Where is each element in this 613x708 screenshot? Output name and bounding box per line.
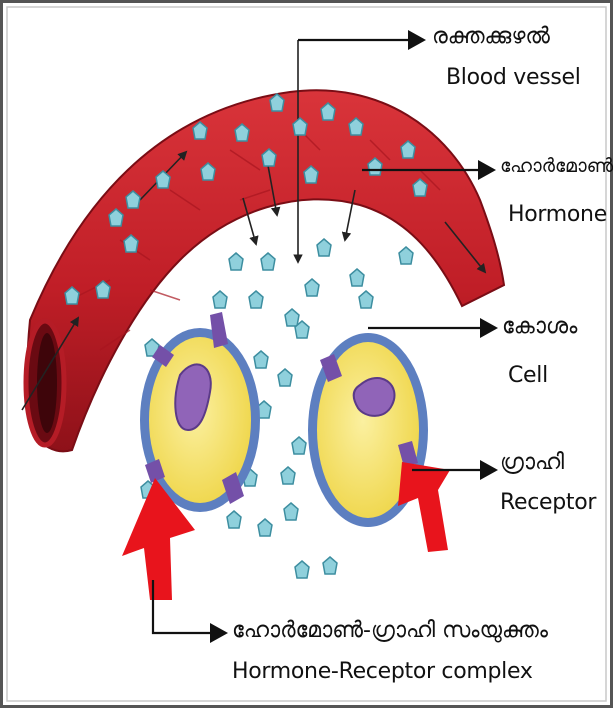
label-complex-malayalam: ഹോർമോൺ-ഗ്രാഹി സംയുക്തം <box>232 620 548 642</box>
label-receptor-malayalam: ഗ്രാഹി <box>500 452 564 474</box>
label-cell-english: Cell <box>508 365 548 387</box>
label-receptor-english: Receptor <box>500 492 596 514</box>
label-blood-vessel-malayalam: രക്തക്കുഴൽ <box>432 26 550 48</box>
label-blood-vessel-english: Blood vessel <box>446 67 581 89</box>
label-hormone-malayalam: ഹോർമോൺ <box>500 157 613 176</box>
label-hormone-english: Hormone <box>508 204 607 226</box>
vessel-lumen <box>37 333 57 433</box>
label-cell-malayalam: കോശം <box>502 316 577 338</box>
label-complex-english: Hormone-Receptor complex <box>232 661 533 683</box>
